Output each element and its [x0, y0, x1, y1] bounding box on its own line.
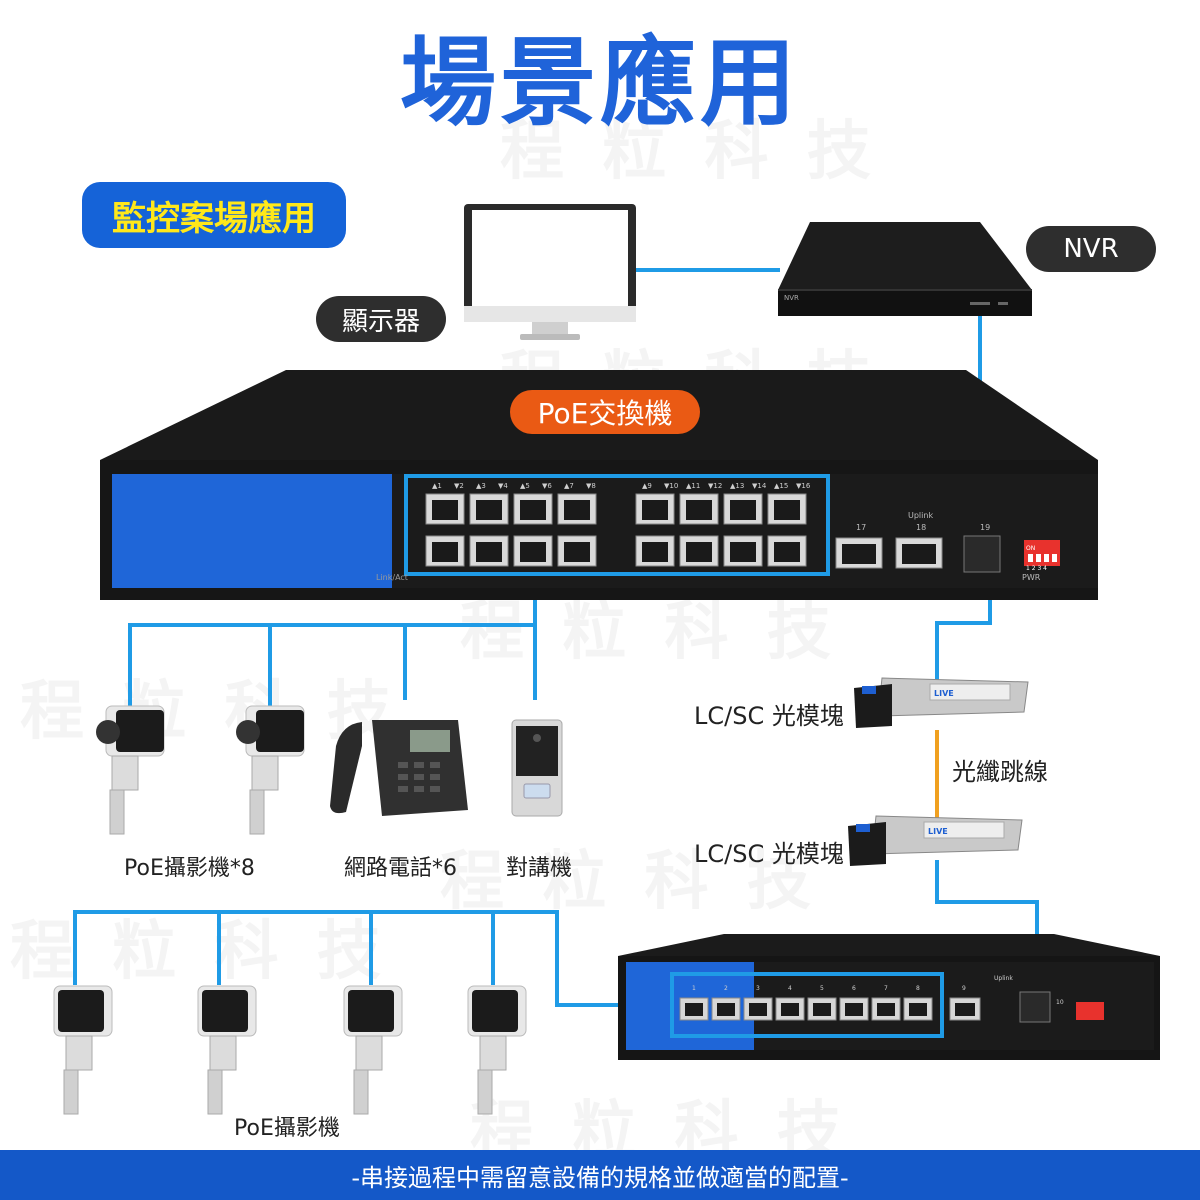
- port-label: 4: [788, 985, 792, 992]
- fiber-label: 光纖跳線: [952, 758, 1048, 786]
- port-label: ▲7: [564, 482, 574, 490]
- port-label: 6: [852, 985, 856, 992]
- port-17-label: 17: [856, 523, 866, 532]
- ip-phone-icon: [330, 720, 468, 816]
- uplink-text: Uplink: [994, 975, 1013, 982]
- port-label: ▼8: [586, 482, 596, 490]
- monitor-icon: [464, 204, 636, 340]
- port-label: ▲1: [432, 482, 442, 490]
- sfp-bottom-label: LC/SC 光模塊: [694, 840, 844, 868]
- port-label: 5: [820, 985, 824, 992]
- camera-icon: [236, 705, 305, 835]
- sfp-module-bottom: LIVE: [848, 815, 1023, 866]
- port-label: ▲5: [520, 482, 530, 490]
- camera-icon: [96, 705, 165, 835]
- subtitle-badge: 監控案場應用: [82, 182, 346, 248]
- dip-nums-text: 1 2 3 4: [1026, 565, 1047, 572]
- port-label: 9: [962, 985, 966, 992]
- port-label: ▼6: [542, 482, 552, 490]
- uplink-text: Uplink: [908, 511, 933, 520]
- port-19-label: 19: [980, 523, 990, 532]
- dip-on-text: ON: [1026, 545, 1035, 552]
- port-label: ▲15: [774, 482, 788, 490]
- port-label: ▼2: [454, 482, 464, 490]
- watermark: 程 粒 科 技: [20, 660, 399, 752]
- port-label: 2: [724, 985, 728, 992]
- camera-icon: [53, 985, 113, 1115]
- intercom-label: 對講機: [506, 856, 573, 881]
- port-18-label: 18: [916, 523, 926, 532]
- phone-label: 網路電話*6: [344, 856, 457, 881]
- line-switch2-cams: [73, 910, 675, 1007]
- watermark: 程 粒 科 技: [10, 900, 389, 992]
- sfp-module-top: LIVE: [854, 677, 1029, 728]
- watermark: 程 粒 科 技: [440, 830, 819, 922]
- nvr-device: NVR: [778, 222, 1032, 316]
- camera-group2-label: PoE攝影機: [234, 1116, 340, 1141]
- port-label: ▼14: [752, 482, 767, 490]
- port-label: ▼10: [664, 482, 678, 490]
- camera-icon: [467, 985, 527, 1115]
- port-label: 1: [692, 985, 696, 992]
- port-label: 3: [756, 985, 760, 992]
- pwr-text: PWR: [1022, 573, 1041, 582]
- camera-icon: [197, 985, 257, 1115]
- camera-icon: [343, 985, 403, 1115]
- port-label: ▲11: [686, 482, 700, 490]
- link-act-text: Link/Act: [376, 573, 408, 582]
- port-label: ▲3: [476, 482, 486, 490]
- port-label: ▲13: [730, 482, 744, 490]
- nvr-label: NVR: [1026, 226, 1156, 272]
- port-label: 10: [1056, 999, 1064, 1006]
- port-label: ▼16: [796, 482, 811, 490]
- watermark: 程 粒 科 技: [500, 100, 879, 192]
- switch-label: PoE交換機: [510, 390, 700, 434]
- port-label: 7: [884, 985, 888, 992]
- footer-note: -串接過程中需留意設備的規格並做適當的配置-: [0, 1150, 1200, 1200]
- camera-group1-label: PoE攝影機*8: [124, 856, 255, 881]
- page-title: 場景應用: [400, 27, 800, 139]
- sfp-brand-text: LIVE: [928, 827, 948, 836]
- sfp-top-label: LC/SC 光模塊: [694, 702, 844, 730]
- port-label: ▼4: [498, 482, 508, 490]
- port-label: 8: [916, 985, 920, 992]
- port-label: ▼12: [708, 482, 722, 490]
- intercom-icon: [511, 719, 563, 817]
- port-label: ▲9: [642, 482, 652, 490]
- monitor-label: 顯示器: [316, 296, 446, 342]
- nvr-brand-text: NVR: [784, 294, 799, 302]
- watermark: 程 粒 科 技: [460, 580, 839, 672]
- poe-switch-secondary: 1 2 3 4 5 6 7 8 9 10 Uplink: [618, 934, 1160, 1060]
- sfp-brand-text: LIVE: [934, 689, 954, 698]
